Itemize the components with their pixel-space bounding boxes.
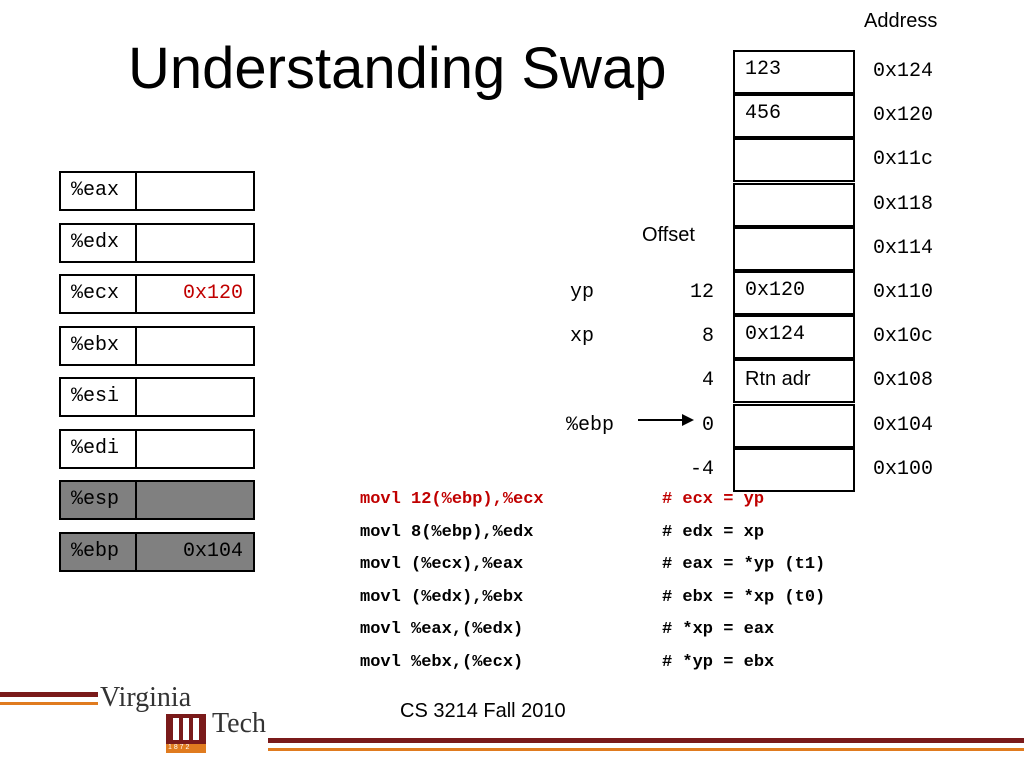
footer-stripe-maroon-right — [268, 738, 1024, 743]
code-instruction: movl 12(%ebp),%ecx — [360, 490, 544, 509]
ebp-arrow-icon — [638, 414, 694, 426]
stack-offset: -4 — [689, 457, 714, 481]
stack-offset: 8 — [701, 325, 714, 349]
stack-offset: 0 — [701, 413, 714, 437]
stack-cell — [733, 447, 855, 492]
stack-cell: Rtn adr — [733, 359, 855, 404]
stack-label: xp — [570, 325, 595, 349]
register-name: %esi — [61, 379, 137, 415]
register-value — [137, 328, 253, 364]
stack-cell: 123 — [733, 50, 855, 94]
register-value — [137, 379, 253, 415]
register-value — [137, 173, 253, 209]
stack-address: 0x108 — [873, 369, 934, 393]
code-instruction: movl (%ecx),%eax — [360, 555, 524, 574]
code-comment: # ebx = *xp (t0) — [662, 587, 826, 607]
register-esp: %esp — [59, 480, 255, 520]
stack-offset: 12 — [689, 281, 714, 304]
code-instruction: movl %ebx,(%ecx) — [360, 652, 524, 672]
stack-cell — [733, 403, 855, 448]
register-name: %ebp — [61, 533, 137, 570]
footer-stripe-orange-right — [268, 748, 1024, 751]
stack-address: 0x11c — [873, 148, 934, 172]
register-ebx: %ebx — [59, 325, 255, 366]
register-value — [137, 482, 253, 518]
stack-address: 0x10c — [873, 325, 934, 349]
register-name: %esp — [61, 482, 137, 518]
logo-emblem-icon — [166, 714, 206, 753]
stack-address: 0x114 — [873, 236, 934, 260]
code-instruction: movl 8(%ebp),%edx — [360, 522, 534, 542]
register-name: %ebx — [61, 327, 137, 364]
stack-cell: 0x120 — [733, 271, 855, 315]
stack-cell: 456 — [733, 94, 855, 139]
register-eax: %eax — [59, 171, 255, 211]
code-comment: # ecx = yp — [662, 490, 765, 509]
footer-stripe-maroon-left — [0, 692, 98, 697]
logo-tech-text: Tech — [212, 708, 267, 739]
register-value — [137, 431, 253, 467]
stack-address: 0x110 — [873, 281, 934, 304]
stack-label: %ebp — [566, 413, 615, 437]
register-ecx: %ecx 0x120 — [59, 274, 255, 314]
course-footer: CS 3214 Fall 2010 — [400, 700, 566, 722]
stack-cell — [733, 226, 855, 271]
register-esi: %esi — [59, 377, 255, 417]
stack-address: 0x104 — [873, 413, 934, 437]
code-comment: # *xp = eax — [662, 620, 775, 639]
code-comment: # *yp = ebx — [662, 652, 775, 672]
stack-cell — [733, 138, 855, 183]
offset-header: Offset — [642, 224, 695, 246]
stack-cell: 0x124 — [733, 315, 855, 360]
stack-offset: 4 — [701, 369, 714, 393]
register-name: %edi — [61, 430, 137, 467]
stack-label: yp — [570, 281, 595, 304]
code-comment: # edx = xp — [662, 522, 765, 542]
logo-virginia-text: Virginia — [100, 682, 192, 713]
address-header: Address — [864, 10, 938, 32]
register-value: 0x120 — [182, 282, 243, 305]
code-instruction: movl %eax,(%edx) — [360, 620, 524, 639]
stack-cell — [733, 182, 855, 227]
logo-year: 1 8 7 2 — [168, 744, 190, 751]
register-name: %eax — [61, 173, 137, 209]
register-name: %edx — [61, 224, 137, 261]
stack-address: 0x100 — [873, 457, 934, 481]
stack-address: 0x120 — [873, 104, 934, 128]
code-comment: # eax = *yp (t1) — [662, 555, 826, 574]
stack-address: 0x124 — [873, 60, 934, 83]
register-edx: %edx — [59, 222, 255, 263]
code-instruction: movl (%edx),%ebx — [360, 587, 524, 607]
stack-address: 0x118 — [873, 192, 934, 216]
register-ebp: %ebp 0x104 — [59, 531, 255, 572]
slide-title: Understanding Swap — [128, 36, 667, 101]
register-edi: %edi — [59, 428, 255, 469]
virginia-tech-logo: Virginia Tech 1 8 7 2 — [100, 682, 270, 758]
register-value: 0x104 — [182, 539, 243, 563]
register-name: %ecx — [61, 276, 137, 312]
footer-stripe-orange-left — [0, 702, 98, 705]
register-value — [137, 225, 253, 261]
